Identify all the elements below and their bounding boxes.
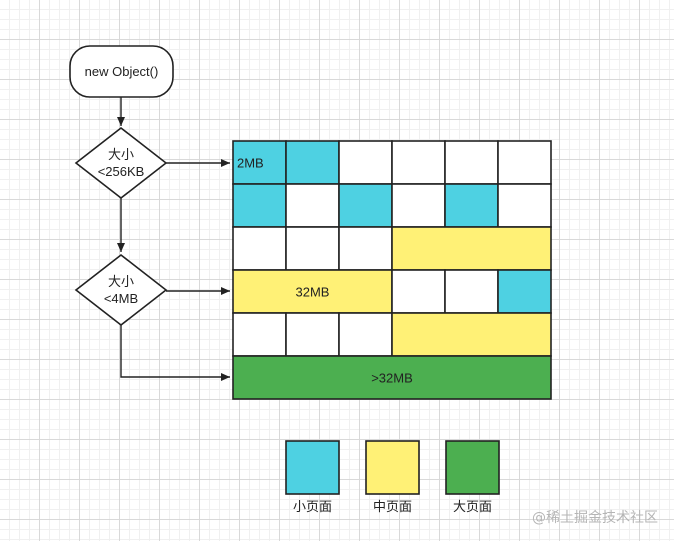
page-empty-r0-c5 [497, 140, 552, 185]
legend: 小页面 中页面 大页面 [285, 440, 500, 514]
page-medium-r2-c3 [391, 226, 552, 271]
connector-decision2-to-large-pages [120, 325, 230, 381]
page-empty-r4-c1 [285, 312, 340, 357]
page-empty-r1-c5 [497, 183, 552, 228]
page-empty-r1-c1 [285, 183, 340, 228]
decision-size-256kb-line1: 大小 [108, 147, 134, 162]
page-small-r1-c0 [232, 183, 287, 228]
page-grid: 2MB 32MB >32MB [232, 140, 552, 400]
page-medium-r4-c3 [391, 312, 552, 357]
watermark: @稀土掘金技术社区 [532, 510, 658, 526]
page-empty-r0-c2 [338, 140, 393, 185]
start-node-label: new Object() [85, 64, 159, 79]
decision-size-4mb-line2: <4MB [104, 291, 138, 306]
decision-size-4mb [74, 253, 168, 327]
page-empty-r2-c0 [232, 226, 287, 271]
page-empty-r0-c4 [444, 140, 499, 185]
page-empty-r2-c1 [285, 226, 340, 271]
page-empty-r4-c2 [338, 312, 393, 357]
page-empty-r0-c3 [391, 140, 446, 185]
page-large-r5-c0 [232, 355, 552, 400]
legend-swatch-small [285, 440, 340, 495]
page-empty-r3-c2 [444, 269, 499, 314]
legend-swatch-medium [365, 440, 420, 495]
page-empty-r1-c3 [391, 183, 446, 228]
page-medium-r3-c0 [232, 269, 393, 314]
page-empty-r4-c0 [232, 312, 287, 357]
page-label-r3-c0: 32MB [296, 285, 330, 300]
decision-size-256kb-line2: <256KB [98, 164, 145, 179]
decision-size-256kb [74, 126, 168, 200]
page-label-r5-c0: >32MB [371, 371, 413, 386]
page-small-r0-c1 [285, 140, 340, 185]
page-small-r1-c4 [444, 183, 499, 228]
page-empty-r3-c1 [391, 269, 446, 314]
legend-label-medium: 中页面 [373, 499, 412, 514]
page-empty-r2-c2 [338, 226, 393, 271]
page-small-r1-c2 [338, 183, 393, 228]
legend-swatch-large [445, 440, 500, 495]
legend-label-large: 大页面 [453, 499, 492, 514]
page-label-r0-c0: 2MB [237, 156, 264, 171]
decision-size-4mb-line1: 大小 [108, 274, 134, 289]
page-small-r3-c3 [497, 269, 552, 314]
legend-label-small: 小页面 [293, 499, 332, 514]
